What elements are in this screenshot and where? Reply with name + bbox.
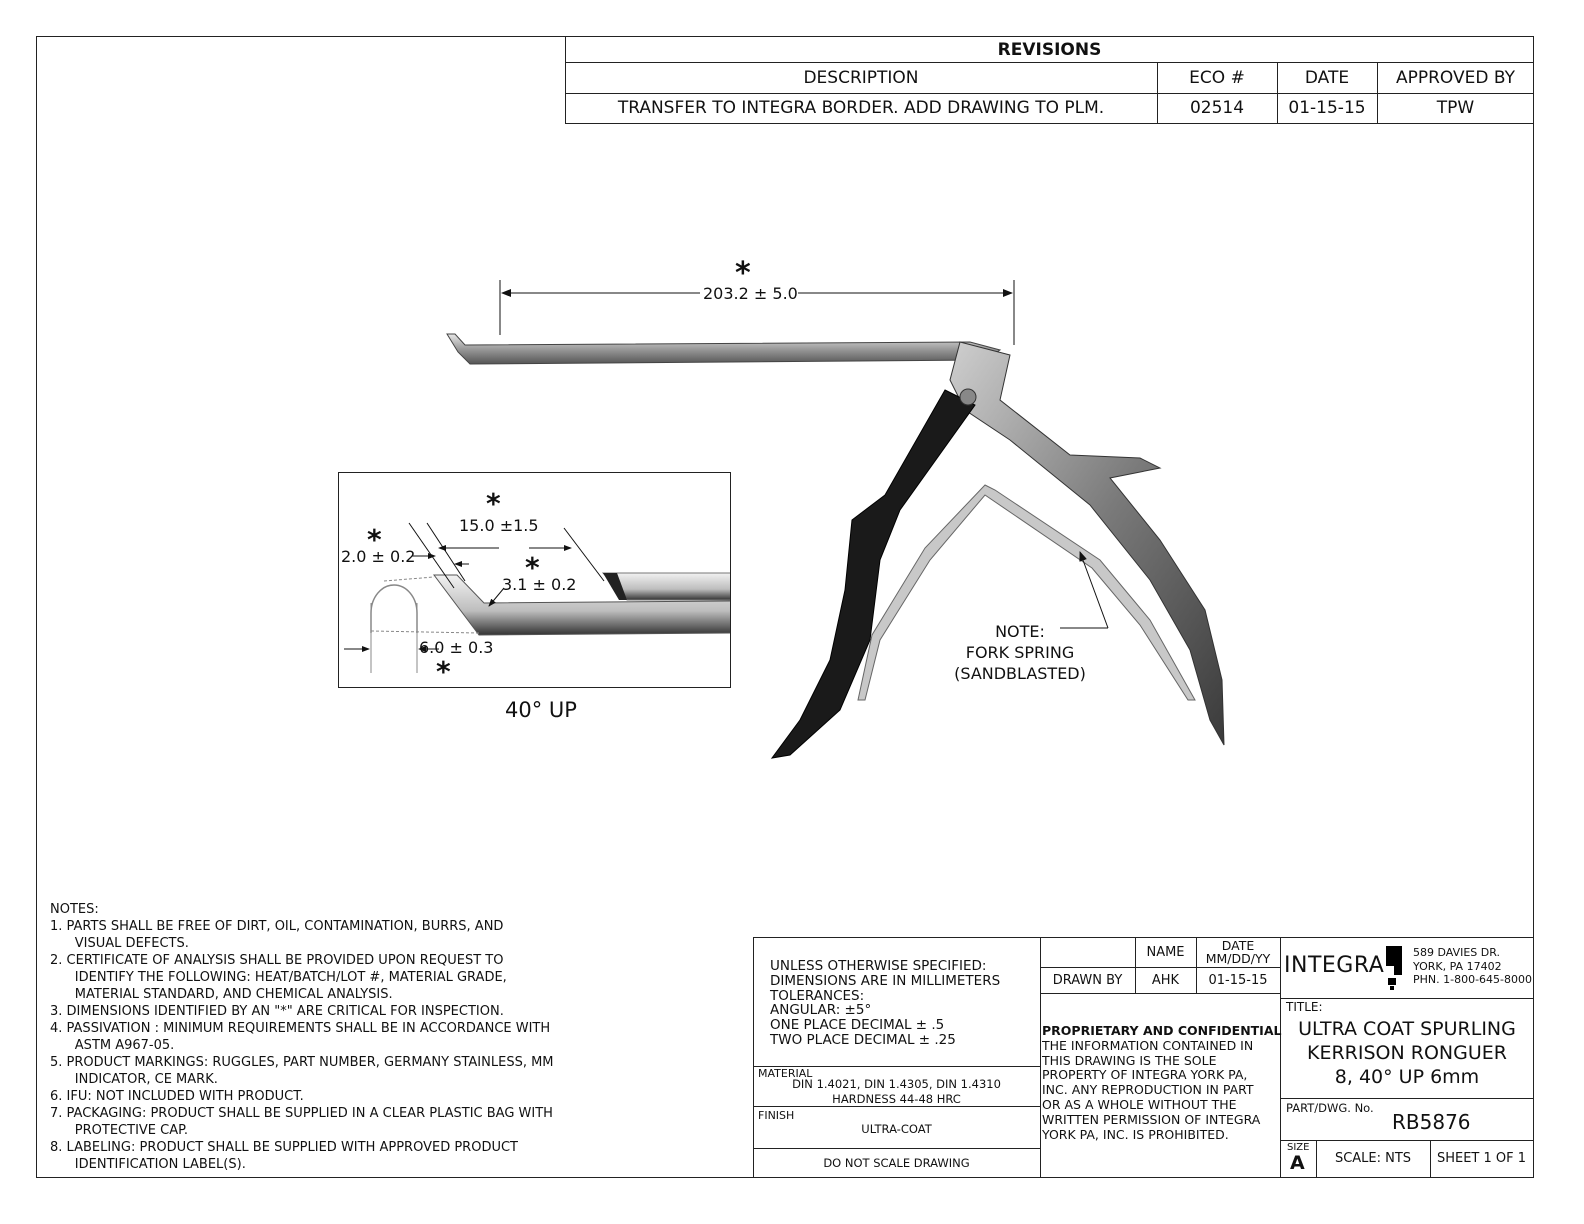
confidential-title: PROPRIETARY AND CONFIDENTIAL <box>1042 1023 1282 1038</box>
title-block <box>753 937 1534 1178</box>
fork-spring <box>857 484 1196 701</box>
finish-label: FINISH <box>758 1109 795 1122</box>
rev-header-date: DATE <box>1304 67 1350 88</box>
note-line: ASTM A967-05. <box>50 1038 175 1053</box>
note-line: INDICATOR, CE MARK. <box>50 1072 218 1087</box>
material-label: MATERIAL <box>758 1067 813 1080</box>
tolerance-line: UNLESS OTHERWISE SPECIFIED: <box>770 958 987 974</box>
company-address: 589 DAVIES DR. YORK, PA 17402 PHN. 1-800… <box>1413 946 1532 987</box>
pivot-screw <box>959 388 977 406</box>
confidential-notice: PROPRIETARY AND CONFIDENTIAL THE INFORMA… <box>1042 1023 1282 1142</box>
confidential-line: WRITTEN PERMISSION OF INTEGRA <box>1042 1111 1261 1127</box>
notes-title: NOTES: <box>50 902 99 917</box>
tolerance-line: ANGULAR: ±5° <box>770 1002 872 1019</box>
rev-approved: TPW <box>1436 98 1475 118</box>
rev-eco: 02514 <box>1189 98 1245 118</box>
scale: SCALE: NTS <box>1334 1151 1412 1166</box>
drawn-by-date: 01-15-15 <box>1208 972 1268 988</box>
note-line: 3. DIMENSIONS IDENTIFIED BY AN "*" ARE C… <box>50 1004 504 1019</box>
confidential-line: PROPERTY OF INTEGRA YORK PA, <box>1042 1067 1248 1083</box>
note-line: FORK SPRING <box>965 643 1075 662</box>
part-label: PART/DWG. No. <box>1286 1101 1374 1115</box>
note-line: PROTECTIVE CAP. <box>50 1123 189 1138</box>
tolerance-line: TOLERANCES: <box>770 987 865 1004</box>
rev-date: 01-15-15 <box>1288 98 1366 118</box>
drawn-by-label: DRAWN BY <box>1052 972 1123 988</box>
critical-mark: * <box>486 487 501 520</box>
critical-mark: * <box>367 523 382 556</box>
address-line: YORK, PA 17402 <box>1413 959 1502 973</box>
confidential-line: YORK PA, INC. IS PROHIBITED. <box>1042 1126 1229 1142</box>
confidential-line: THIS DRAWING IS THE SOLE <box>1042 1052 1217 1068</box>
dim-3-1: 3.1 ± 0.2 <box>502 575 577 594</box>
detail-label: 40° UP <box>505 698 577 722</box>
dim-6: 6.0 ± 0.3 <box>419 638 494 657</box>
title-line: ULTRA COAT SPURLING <box>1298 1018 1516 1040</box>
size-value: A <box>1290 1152 1305 1174</box>
note-line: (SANDBLASTED) <box>954 664 1086 683</box>
do-not-scale: DO NOT SCALE DRAWING <box>823 1156 970 1170</box>
moving-handle <box>770 389 976 759</box>
address-line: PHN. 1-800-645-8000 <box>1413 973 1533 986</box>
note-label: NOTE: <box>995 622 1045 641</box>
finish-value: ULTRA-COAT <box>861 1122 932 1136</box>
title-label: TITLE: <box>1286 1000 1323 1014</box>
dim-15: 15.0 ±1.5 <box>459 516 539 535</box>
revisions-title: REVISIONS <box>997 40 1102 60</box>
rev-header-approved: APPROVED BY <box>1395 67 1515 88</box>
rev-header-description: DESCRIPTION <box>803 67 919 88</box>
tolerance-line: ONE PLACE DECIMAL ± .5 <box>770 1017 945 1034</box>
note-line: MATERIAL STANDARD, AND CHEMICAL ANALYSIS… <box>50 987 393 1002</box>
sheet-number: SHEET 1 OF 1 <box>1436 1151 1527 1166</box>
confidential-line: INC. ANY REPRODUCTION IN PART <box>1042 1082 1254 1098</box>
critical-mark: * <box>735 256 751 291</box>
note-line: 2. CERTIFICATE OF ANALYSIS SHALL BE PROV… <box>50 953 504 968</box>
hardness-value: HARDNESS 44-48 HRC <box>832 1092 961 1106</box>
date-header-line: DATE <box>1221 938 1255 953</box>
integra-logo-icon <box>1386 946 1402 990</box>
material-value: DIN 1.4021, DIN 1.4305, DIN 1.4310 <box>792 1077 1001 1091</box>
drawn-by-name: AHK <box>1151 972 1180 988</box>
note-line: 7. PACKAGING: PRODUCT SHALL BE SUPPLIED … <box>50 1106 553 1121</box>
confidential-line: OR AS A WHOLE WITHOUT THE <box>1042 1096 1237 1112</box>
note-line: IDENTIFY THE FOLLOWING: HEAT/BATCH/LOT #… <box>50 970 507 985</box>
note-line: 1. PARTS SHALL BE FREE OF DIRT, OIL, CON… <box>50 919 504 934</box>
note-line: 5. PRODUCT MARKINGS: RUGGLES, PART NUMBE… <box>50 1055 554 1070</box>
critical-mark: * <box>436 655 451 688</box>
size-label: SIZE <box>1287 1142 1310 1153</box>
part-number: RB5876 <box>1392 1110 1471 1134</box>
tolerance-line: DIMENSIONS ARE IN MILLIMETERS <box>770 972 1001 989</box>
date-header-line: MM/DD/YY <box>1205 951 1271 966</box>
tip-detail-view: * 15.0 ±1.5 * 2.0 ± 0.2 * 3.1 ± 0.2 6.0 … <box>338 472 731 688</box>
ronguer-illustration <box>446 280 1225 759</box>
overall-length-dim: 203.2 ± 5.0 <box>703 284 798 303</box>
dim-2: 2.0 ± 0.2 <box>341 547 416 566</box>
company-logo-text: INTEGRA <box>1284 953 1385 978</box>
date-header: DATE MM/DD/YY <box>1196 939 1280 965</box>
confidential-line: THE INFORMATION CONTAINED IN <box>1042 1037 1254 1053</box>
address-line: 589 DAVIES DR. <box>1413 946 1501 959</box>
name-header: NAME <box>1146 944 1185 960</box>
notes-section: NOTES: 1. PARTS SHALL BE FREE OF DIRT, O… <box>50 901 554 1173</box>
title-line: KERRISON RONGUER <box>1307 1042 1507 1064</box>
revisions-table <box>565 36 1534 124</box>
fork-spring-note: NOTE: FORK SPRING (SANDBLASTED) <box>950 621 1090 684</box>
tolerances-block: UNLESS OTHERWISE SPECIFIED: DIMENSIONS A… <box>770 959 1000 1048</box>
fixed-handle <box>949 341 1225 746</box>
tolerance-line: TWO PLACE DECIMAL ± .25 <box>770 1031 956 1048</box>
note-line: IDENTIFICATION LABEL(S). <box>50 1157 246 1172</box>
note-line: 6. IFU: NOT INCLUDED WITH PRODUCT. <box>50 1089 304 1104</box>
drawing-title: ULTRA COAT SPURLING KERRISON RONGUER 8, … <box>1280 1017 1534 1089</box>
rev-header-eco: ECO # <box>1189 67 1245 88</box>
title-line: 8, 40° UP 6mm <box>1334 1066 1480 1088</box>
note-line: 4. PASSIVATION : MINIMUM REQUIREMENTS SH… <box>50 1021 551 1036</box>
critical-mark: * <box>525 551 540 584</box>
note-line: VISUAL DEFECTS. <box>50 936 189 951</box>
note-line: 8. LABELING: PRODUCT SHALL BE SUPPLIED W… <box>50 1140 518 1155</box>
rev-description: TRANSFER TO INTEGRA BORDER. ADD DRAWING … <box>617 98 1105 118</box>
shaft <box>446 333 1002 365</box>
